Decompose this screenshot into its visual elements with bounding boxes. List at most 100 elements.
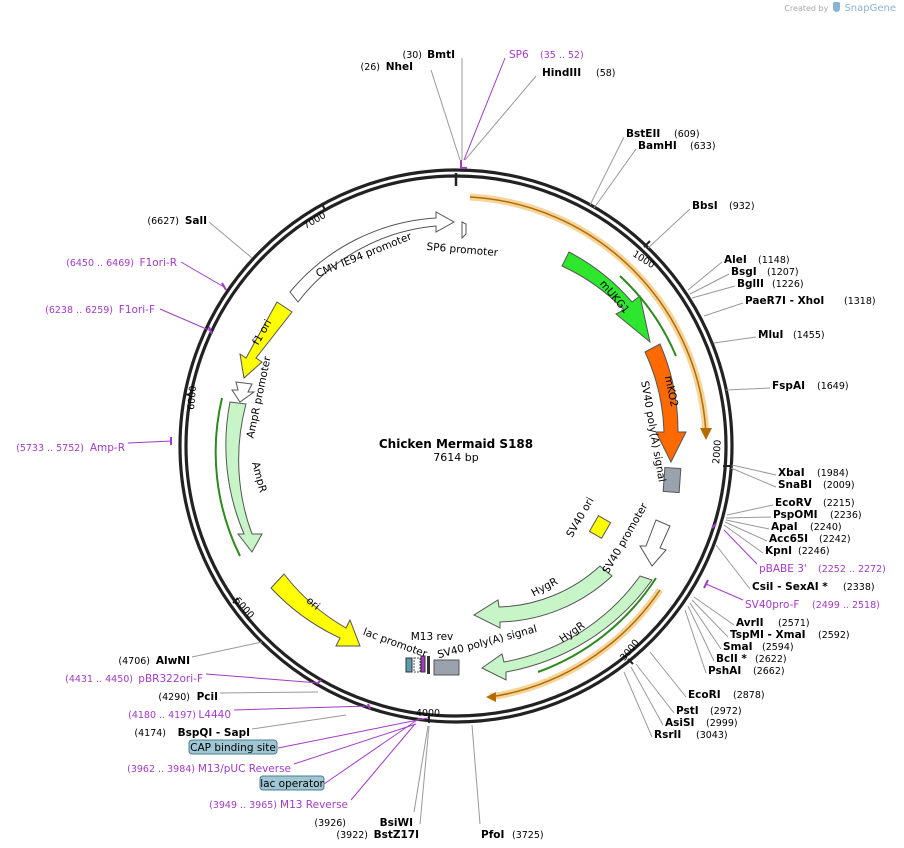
annotation-box <box>259 775 325 791</box>
enzyme-name: BbsI <box>692 200 718 212</box>
enzyme-name: AsiSI <box>665 717 694 729</box>
enzyme-position: (3043) <box>696 730 728 741</box>
enzyme-name: CsiI - SexAI * <box>752 581 828 593</box>
enzyme-name: EcoRV <box>775 497 813 509</box>
enzyme-name: XbaI <box>778 467 805 479</box>
enzyme-position: (4706) <box>118 656 150 667</box>
primer-range: (3949 .. 3965) <box>209 800 277 811</box>
annotation-boxes: CAP binding site lac operator <box>188 739 325 791</box>
sv40-polya-box-2 <box>433 659 460 676</box>
primer-labels: SP6(35 .. 52)F1ori-R(6450 .. 6469)F1ori-… <box>16 49 886 811</box>
sv40-polya-box-1 <box>662 466 682 494</box>
enzyme-position: (932) <box>729 201 755 212</box>
snapgene-credit: Created by SnapGene <box>784 2 896 14</box>
hygr-inner-line <box>537 577 657 673</box>
feature-label: SV40 promoter <box>600 501 650 576</box>
backbone <box>178 168 734 724</box>
enzyme-name: AvrII <box>736 617 764 629</box>
enzyme-position: (2878) <box>733 690 765 701</box>
enzyme-position: (2246) <box>798 546 830 557</box>
tick-label: 2000 <box>711 439 724 464</box>
plasmid-name: Chicken Mermaid S188 <box>379 437 533 451</box>
enzyme-position: (2592) <box>818 630 850 641</box>
feature-label: M13 rev <box>411 631 454 643</box>
primer-range: (2252 .. 2272) <box>818 564 886 575</box>
enzyme-position: (1207) <box>767 267 799 278</box>
enzyme-position: (1148) <box>758 255 790 266</box>
lac-element-2 <box>413 657 421 673</box>
ampr-promoter-arrow <box>231 381 256 403</box>
enzyme-name: BsiWI <box>380 817 413 829</box>
annotation-label: CAP binding site <box>190 742 276 754</box>
enzyme-position: (2240) <box>810 522 842 533</box>
cmv-promoter-arrow <box>289 211 456 303</box>
enzyme-position: (1984) <box>817 468 849 479</box>
ori-arrow <box>270 573 361 647</box>
enzyme-name: BglII <box>737 278 764 290</box>
primer-range: (4431 .. 4450) <box>65 674 133 685</box>
primer-name: SP6 <box>509 49 529 61</box>
enzyme-position: (4174) <box>134 728 166 739</box>
enzyme-name: ApaI <box>771 521 798 533</box>
enzyme-labels: BmtI(30)NheI(26)HindIII(58)BstEII(609)Ba… <box>118 49 875 841</box>
enzyme-position: (3926) <box>314 818 346 829</box>
enzyme-name: AlwNI <box>156 655 190 667</box>
primer-name: F1ori-F <box>119 304 155 316</box>
enzyme-position: (4290) <box>158 692 190 703</box>
enzyme-name: PfoI <box>481 829 504 841</box>
enzyme-name: BmtI <box>427 49 455 61</box>
mukg1-arrow <box>561 251 651 344</box>
primer-range: (3962 .. 3984) <box>127 764 195 775</box>
mukg1-inner-line <box>619 275 677 357</box>
sv40-promoter-arrow <box>639 519 671 567</box>
primer-name: L4440 <box>198 709 231 721</box>
enzyme-name: BsgI <box>731 266 757 278</box>
enzyme-position: (2662) <box>753 666 785 677</box>
enzyme-position: (2571) <box>778 618 810 629</box>
f1-ori-arrow <box>239 301 293 379</box>
snapgene-logo-icon <box>832 2 840 12</box>
leader-lines <box>191 58 777 825</box>
features <box>214 211 687 681</box>
enzyme-position: (1649) <box>817 381 849 392</box>
primer-range: (6450 .. 6469) <box>66 258 134 269</box>
credit-prefix: Created by <box>784 4 829 13</box>
primer-lines <box>127 57 758 801</box>
enzyme-position: (30) <box>402 50 422 61</box>
enzyme-name: BstZ17I <box>374 829 419 841</box>
enzyme-name: BstEII <box>626 128 660 140</box>
lac-element-3 <box>420 655 426 673</box>
enzyme-name: BclI * <box>716 653 747 665</box>
enzyme-name: MluI <box>758 329 783 341</box>
enzyme-position: (26) <box>360 62 380 73</box>
ampr-arrow <box>225 401 263 553</box>
enzyme-name: PshAI <box>708 665 741 677</box>
enzyme-position: (2999) <box>706 718 738 729</box>
annotation-label: lac operator <box>260 778 324 790</box>
sv40-ori-box <box>588 515 612 539</box>
enzyme-name: SnaBI <box>778 479 812 491</box>
enzyme-position: (2338) <box>843 582 875 593</box>
enzyme-position: (2215) <box>823 498 855 509</box>
lac-element-1 <box>405 657 413 673</box>
primer-range: (35 .. 52) <box>540 50 584 61</box>
enzyme-position: (1226) <box>772 279 804 290</box>
enzyme-position: (2594) <box>762 642 794 653</box>
enzyme-position: (3922) <box>336 830 368 841</box>
enzyme-name: BspQI - SapI <box>178 727 250 739</box>
enzyme-position: (2972) <box>710 706 742 717</box>
primer-range: (4180 .. 4197) <box>128 710 196 721</box>
enzyme-position: (2009) <box>823 480 855 491</box>
enzyme-name: HindIII <box>542 67 581 79</box>
annotation-box <box>188 739 278 755</box>
enzyme-name: RsrII <box>654 729 681 741</box>
enzyme-position: (58) <box>596 68 616 79</box>
hygr-arrow-inner <box>472 565 613 629</box>
ampr-inner-line <box>214 397 241 557</box>
enzyme-position: (2242) <box>819 534 851 545</box>
tick-label: 5000 <box>232 596 256 621</box>
enzyme-position: (633) <box>690 141 716 152</box>
sp6-promoter-arrow <box>461 221 467 240</box>
enzyme-name: KpnI <box>765 545 792 557</box>
